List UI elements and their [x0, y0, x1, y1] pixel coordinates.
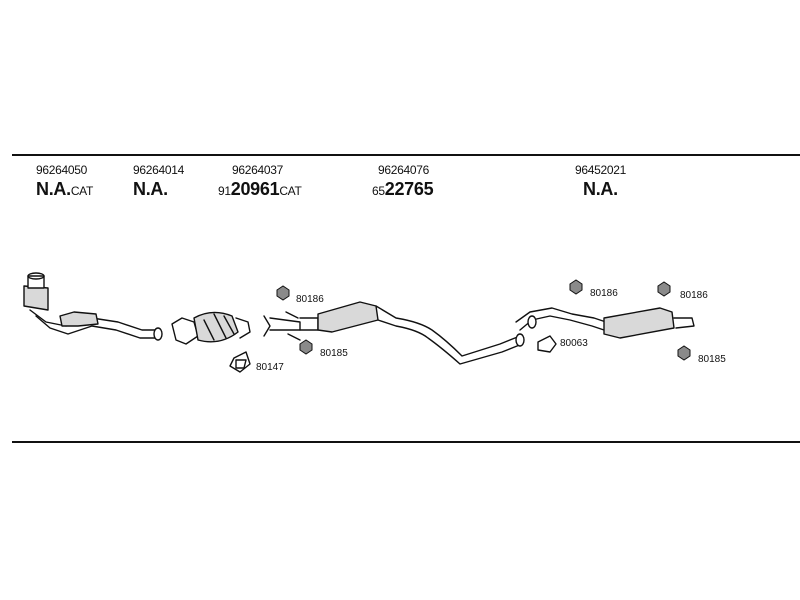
oem-number: 96264037	[232, 163, 283, 177]
rubber-hanger-icon	[657, 281, 671, 297]
reference-number: N.A.	[583, 179, 618, 199]
part-label: 80186	[590, 288, 618, 299]
reference-number: N.A.	[133, 179, 168, 199]
clamp-icon	[677, 345, 691, 361]
catalytic-converter	[171, 311, 251, 345]
column-5: 96452021 N.A.	[575, 164, 626, 198]
oem-number: 96264014	[133, 163, 184, 177]
reference-number: 9120961CAT	[218, 179, 302, 199]
part-label: 80147	[256, 362, 284, 373]
reference-number: N.A.CAT	[36, 179, 94, 199]
oem-number: 96264050	[36, 163, 87, 177]
middle-silencer	[263, 301, 525, 365]
bottom-rule	[12, 441, 800, 443]
top-rule	[12, 154, 800, 156]
rubber-hanger-icon	[276, 285, 290, 301]
column-3: 96264037 9120961CAT	[218, 164, 302, 198]
part-label: 80186	[680, 290, 708, 301]
column-1: 96264050 N.A.CAT	[36, 164, 93, 198]
oem-number: 96264076	[378, 163, 429, 177]
gasket-icon	[229, 351, 251, 373]
reference-number: 6522765	[372, 179, 434, 199]
part-label: 80186	[296, 294, 324, 305]
front-pipe	[23, 272, 163, 341]
column-2: 96264014 N.A.	[133, 164, 184, 198]
part-label: 80185	[698, 354, 726, 365]
column-4: 96264076 6522765	[372, 163, 434, 199]
gasket-icon	[537, 335, 557, 353]
part-label: 80185	[320, 348, 348, 359]
rear-silencer	[515, 307, 695, 339]
rubber-hanger-icon	[569, 279, 583, 295]
oem-number: 96452021	[575, 163, 626, 177]
clamp-icon	[299, 339, 313, 355]
part-label: 80063	[560, 338, 588, 349]
